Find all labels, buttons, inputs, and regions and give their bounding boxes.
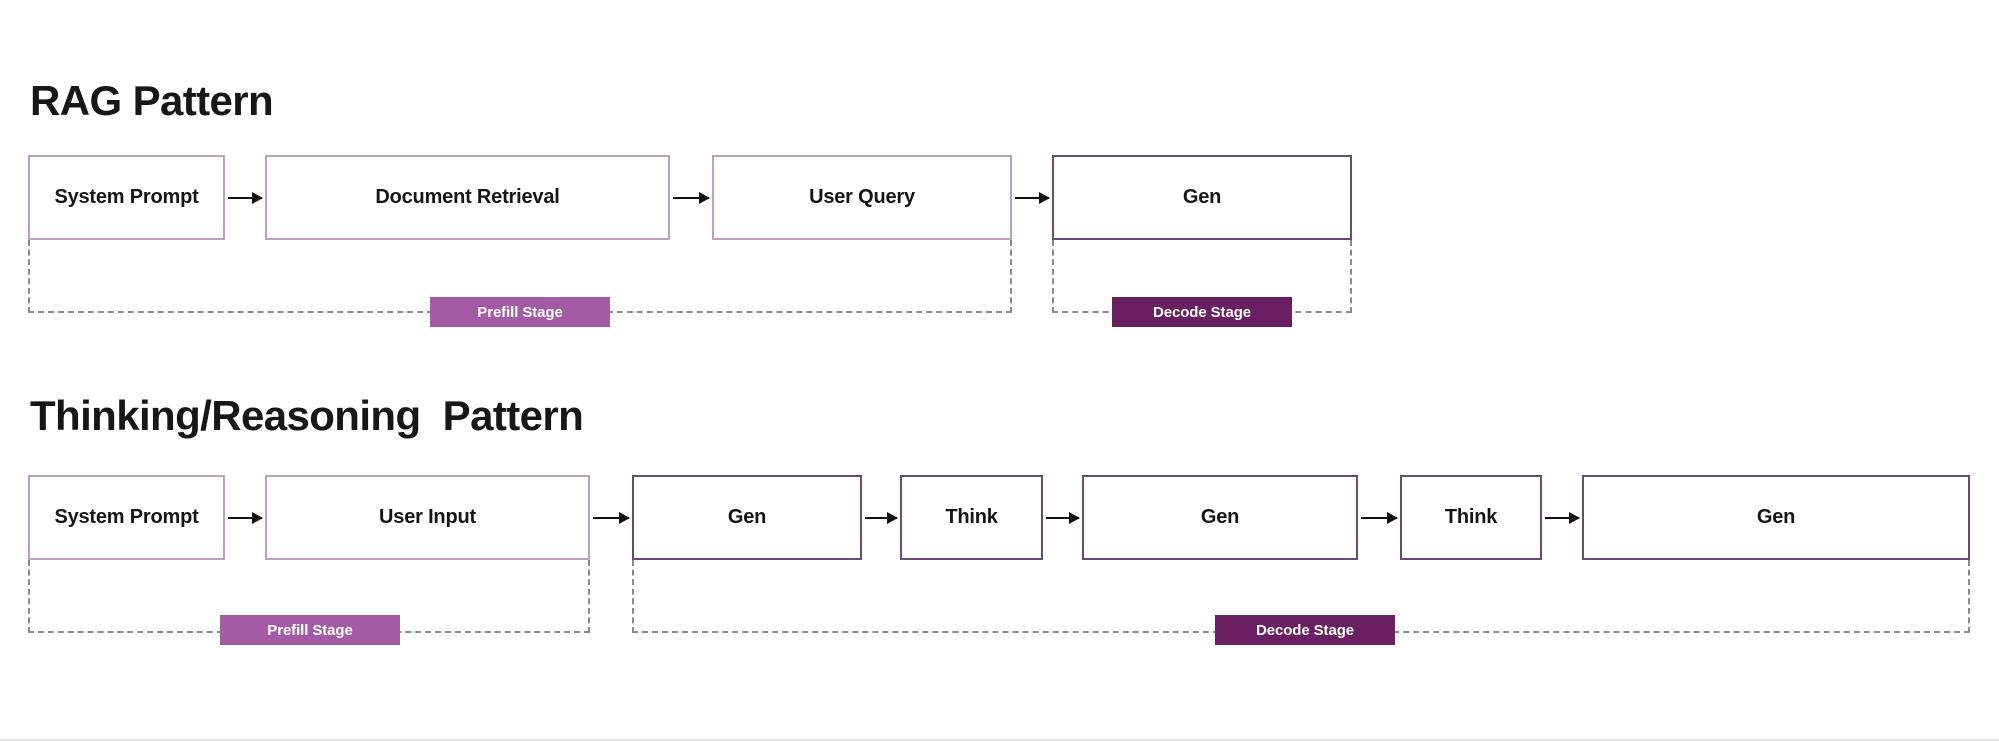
node-gen-1[interactable]: Gen — [632, 475, 862, 560]
stage-badge-label: Prefill Stage — [477, 303, 563, 321]
node-document-retrieval[interactable]: Document Retrieval — [265, 155, 670, 240]
arrow-gen-2-to-think-2 — [1361, 517, 1397, 519]
arrow-system-prompt-to-user-input — [228, 517, 262, 519]
arrow-system-prompt-to-document-retrieval — [228, 197, 262, 199]
node-label: Document Retrieval — [375, 186, 560, 208]
arrow-think-2-to-gen-3 — [1545, 517, 1579, 519]
node-label: User Input — [379, 506, 476, 528]
node-label: User Query — [809, 186, 915, 208]
node-label: Gen — [1756, 506, 1796, 528]
node-gen-3[interactable]: Gen — [1582, 475, 1970, 560]
node-label: System Prompt — [54, 186, 199, 208]
arrow-document-retrieval-to-user-query — [673, 197, 709, 199]
arrow-user-input-to-gen-1 — [593, 517, 629, 519]
stage-badge-prefill-thinking[interactable]: Prefill Stage — [220, 615, 400, 645]
node-think-2[interactable]: Think — [1400, 475, 1542, 560]
node-label: Gen — [1200, 506, 1240, 528]
node-label: Think — [1444, 506, 1498, 528]
node-system-prompt-thinking[interactable]: System Prompt — [28, 475, 225, 560]
stage-badge-decode-rag[interactable]: Decode Stage — [1112, 297, 1292, 327]
stage-badge-prefill-rag[interactable]: Prefill Stage — [430, 297, 610, 327]
node-label: System Prompt — [54, 506, 199, 528]
stage-badge-label: Decode Stage — [1256, 621, 1354, 639]
arrow-user-query-to-gen — [1015, 197, 1049, 199]
arrow-gen-1-to-think-1 — [865, 517, 897, 519]
stage-badge-label: Prefill Stage — [267, 621, 353, 639]
stage-badge-decode-thinking[interactable]: Decode Stage — [1215, 615, 1395, 645]
node-user-input[interactable]: User Input — [265, 475, 590, 560]
node-user-query[interactable]: User Query — [712, 155, 1012, 240]
node-think-1[interactable]: Think — [900, 475, 1043, 560]
section-title-rag: RAG Pattern — [30, 77, 274, 124]
section-title-thinking: Thinking/Reasoning Pattern — [30, 392, 584, 439]
stage-badge-label: Decode Stage — [1153, 303, 1251, 321]
node-label: Gen — [727, 506, 767, 528]
arrow-think-1-to-gen-2 — [1046, 517, 1079, 519]
node-gen-2[interactable]: Gen — [1082, 475, 1358, 560]
node-label: Gen — [1182, 186, 1222, 208]
node-gen-rag[interactable]: Gen — [1052, 155, 1352, 240]
node-label: Think — [945, 506, 998, 528]
node-system-prompt-rag[interactable]: System Prompt — [28, 155, 225, 240]
